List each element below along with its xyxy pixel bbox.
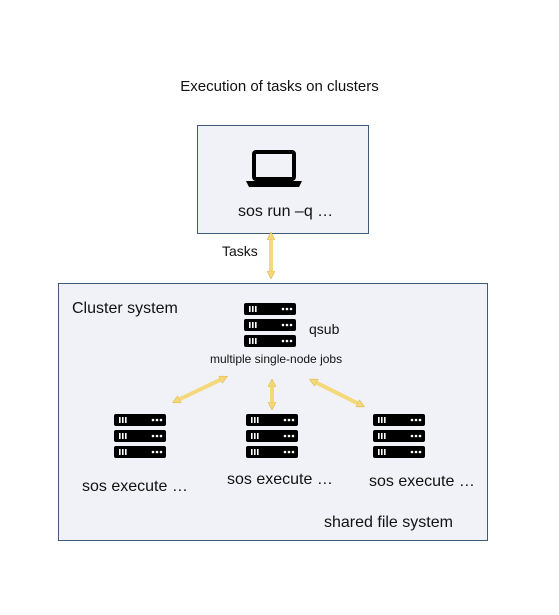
arrow-to-worker-3 [313, 381, 361, 405]
laptop-icon [246, 150, 302, 187]
qsub-label: qsub [309, 321, 340, 337]
worker-3-server-icon [373, 414, 425, 458]
cluster-title: Cluster system [72, 300, 178, 317]
tasks-label: Tasks [222, 243, 258, 259]
local-machine-box: sos run –q … [197, 125, 369, 234]
arrow-to-worker-1 [176, 378, 224, 401]
worker-2-command: sos execute … [227, 471, 333, 488]
worker-2-server-icon [246, 414, 298, 458]
worker-1-command: sos execute … [82, 478, 188, 495]
worker-1-server-icon [114, 414, 166, 458]
head-node-caption: multiple single-node jobs [210, 352, 343, 366]
worker-3-command: sos execute … [369, 473, 475, 490]
shared-file-system-label: shared file system [324, 514, 453, 531]
diagram-title: Execution of tasks on clusters [180, 78, 379, 95]
head-node-server-icon [244, 303, 296, 347]
local-command: sos run –q … [238, 203, 334, 220]
